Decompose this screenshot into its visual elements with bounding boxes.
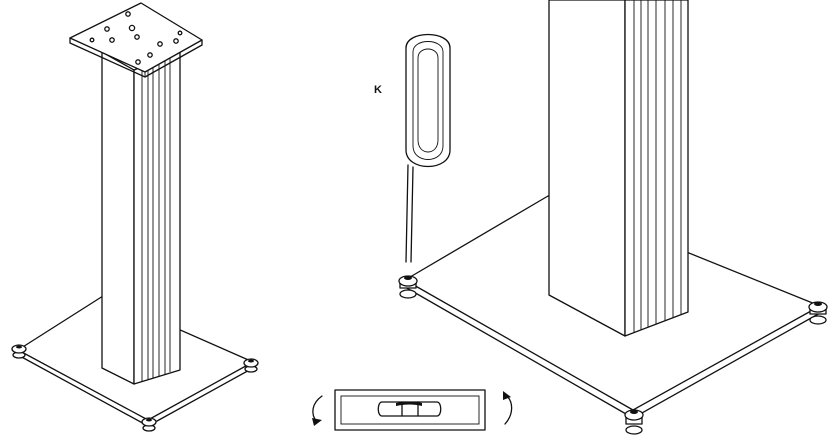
- mounting-hole-icon: [89, 11, 183, 65]
- speaker-stand-assembled: [11, 2, 259, 432]
- part-label: K: [374, 84, 382, 96]
- spirit-level-icon: [334, 389, 486, 431]
- support-column-closeup: [548, 0, 689, 337]
- rotate-clockwise-arrow-icon: [503, 391, 513, 425]
- foot-spike-icon: [808, 301, 828, 325]
- rotate-counterclockwise-arrow-icon: [312, 395, 323, 426]
- support-column: [101, 51, 181, 385]
- spirit-level-check: [312, 389, 513, 431]
- spike-wrench-icon: [405, 34, 451, 263]
- foot-spike-icon: [141, 417, 157, 432]
- top-plate: [69, 2, 203, 78]
- foot-spike-icon: [398, 275, 418, 299]
- spike-adjustment-detail: K: [374, 0, 828, 435]
- foot-spike-icon: [11, 344, 27, 359]
- foot-spike-icon: [624, 409, 644, 435]
- foot-spike-icon: [243, 358, 259, 373]
